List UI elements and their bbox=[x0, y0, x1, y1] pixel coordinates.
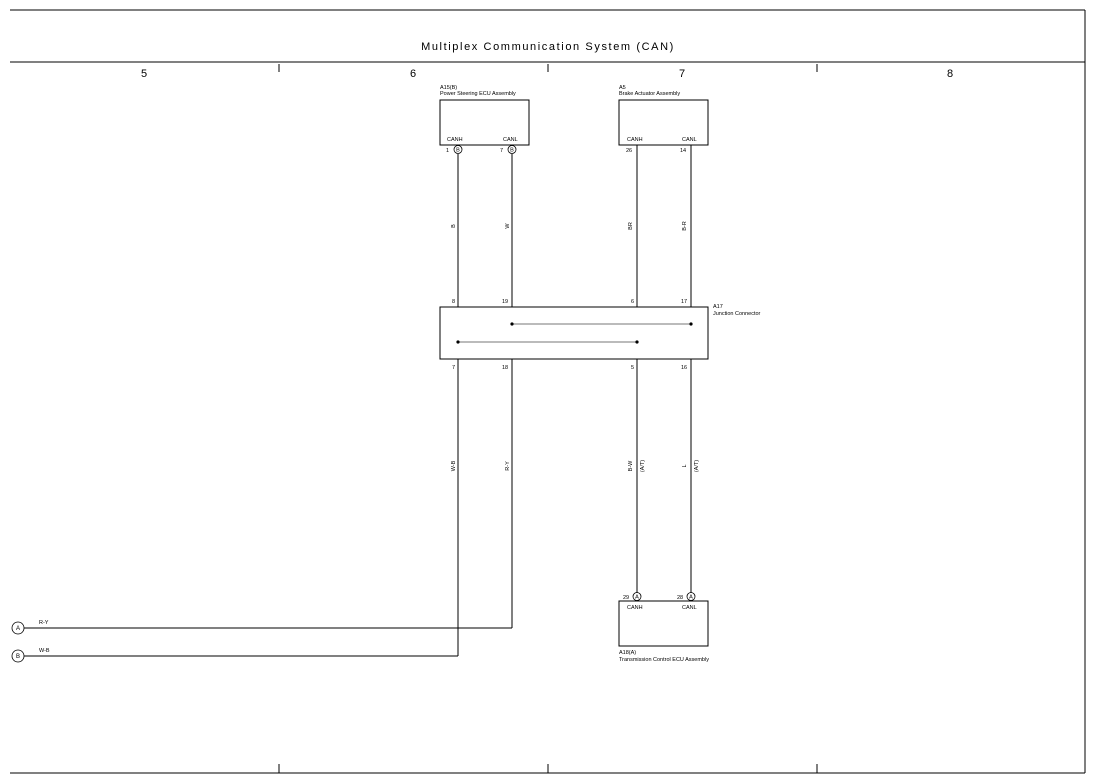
pin-label: CANL bbox=[503, 137, 518, 143]
wire-color-label: W-B bbox=[39, 648, 50, 654]
wire-note: (A/T) bbox=[640, 460, 646, 472]
connector-letter: A bbox=[689, 595, 693, 601]
wire-color-label: W-B bbox=[451, 460, 457, 471]
pin-number: 5 bbox=[631, 365, 634, 371]
component-code: A5 bbox=[619, 85, 626, 91]
wire-color-label: B bbox=[451, 224, 457, 228]
connector-letter: A bbox=[16, 626, 20, 632]
component-name: Power Steering ECU Assembly bbox=[440, 91, 516, 97]
component-code: A15(B) bbox=[440, 85, 457, 91]
wire-color-label: L bbox=[682, 464, 688, 467]
junction-connector: 8 19 6 17 A17 Junction Connector 7 18 5 … bbox=[439, 299, 761, 371]
pin-number: 8 bbox=[452, 299, 455, 305]
splice-dot bbox=[689, 322, 693, 326]
component-name: Brake Actuator Assembly bbox=[619, 91, 680, 97]
wire-color-label: BR bbox=[628, 222, 634, 230]
wire-color-label: R-Y bbox=[505, 461, 511, 471]
component-name: Junction Connector bbox=[713, 311, 761, 317]
component-box bbox=[618, 99, 709, 146]
pin-number: 6 bbox=[631, 299, 634, 305]
diagram-title: Multiplex Communication System (CAN) bbox=[421, 41, 675, 53]
component-code: A18(A) bbox=[619, 650, 636, 656]
off-page-connector-a: A R-Y bbox=[11, 620, 512, 635]
pin-label: CANH bbox=[627, 605, 643, 611]
pin-number: 26 bbox=[626, 148, 632, 154]
pin-label: CANL bbox=[682, 137, 697, 143]
column-number: 5 bbox=[141, 68, 147, 80]
junction-box bbox=[439, 306, 709, 360]
column-number: 7 bbox=[679, 68, 685, 80]
pin-label: CANL bbox=[682, 605, 697, 611]
component-box bbox=[618, 600, 709, 647]
connector-marker bbox=[507, 145, 517, 154]
component-box bbox=[439, 99, 530, 146]
power-steering-ecu: A15(B) Power Steering ECU Assembly CANH … bbox=[439, 85, 530, 154]
connector-letter: B bbox=[16, 654, 20, 660]
connector-letter: A bbox=[635, 595, 639, 601]
pin-number: 18 bbox=[502, 365, 508, 371]
connector-marker bbox=[453, 145, 463, 154]
pin-number: 28 bbox=[677, 595, 683, 601]
splice-dot bbox=[510, 322, 514, 326]
splice-dot bbox=[635, 340, 639, 344]
off-page-connector-b: B W-B bbox=[11, 648, 458, 663]
pin-number: 19 bbox=[502, 299, 508, 305]
pin-number: 7 bbox=[500, 148, 503, 154]
connector-letter: B bbox=[510, 148, 514, 154]
wire-color-label: B-R bbox=[682, 221, 688, 231]
wire-color-label: R-Y bbox=[39, 620, 49, 626]
connector-letter: B bbox=[456, 148, 460, 154]
pin-number: 17 bbox=[681, 299, 687, 305]
column-number: 6 bbox=[410, 68, 416, 80]
brake-actuator: A5 Brake Actuator Assembly CANH CANL 26 … bbox=[618, 85, 709, 154]
transmission-ecu: 29 A 28 A CANH CANL A18(A) Transmission … bbox=[618, 592, 709, 663]
component-code: A17 bbox=[713, 304, 723, 310]
pin-number: 16 bbox=[681, 365, 687, 371]
pin-number: 7 bbox=[452, 365, 455, 371]
wire-note: (A/T) bbox=[694, 460, 700, 472]
pin-label: CANH bbox=[627, 137, 643, 143]
wire-color-label: W bbox=[505, 223, 511, 229]
column-number: 8 bbox=[947, 68, 953, 80]
pin-label: CANH bbox=[447, 137, 463, 143]
pin-number: 14 bbox=[680, 148, 686, 154]
pin-number: 1 bbox=[446, 148, 449, 154]
wire-color-label: B-W bbox=[628, 460, 634, 472]
component-name: Transmission Control ECU Assembly bbox=[619, 657, 709, 663]
pin-number: 29 bbox=[623, 595, 629, 601]
splice-dot bbox=[456, 340, 460, 344]
